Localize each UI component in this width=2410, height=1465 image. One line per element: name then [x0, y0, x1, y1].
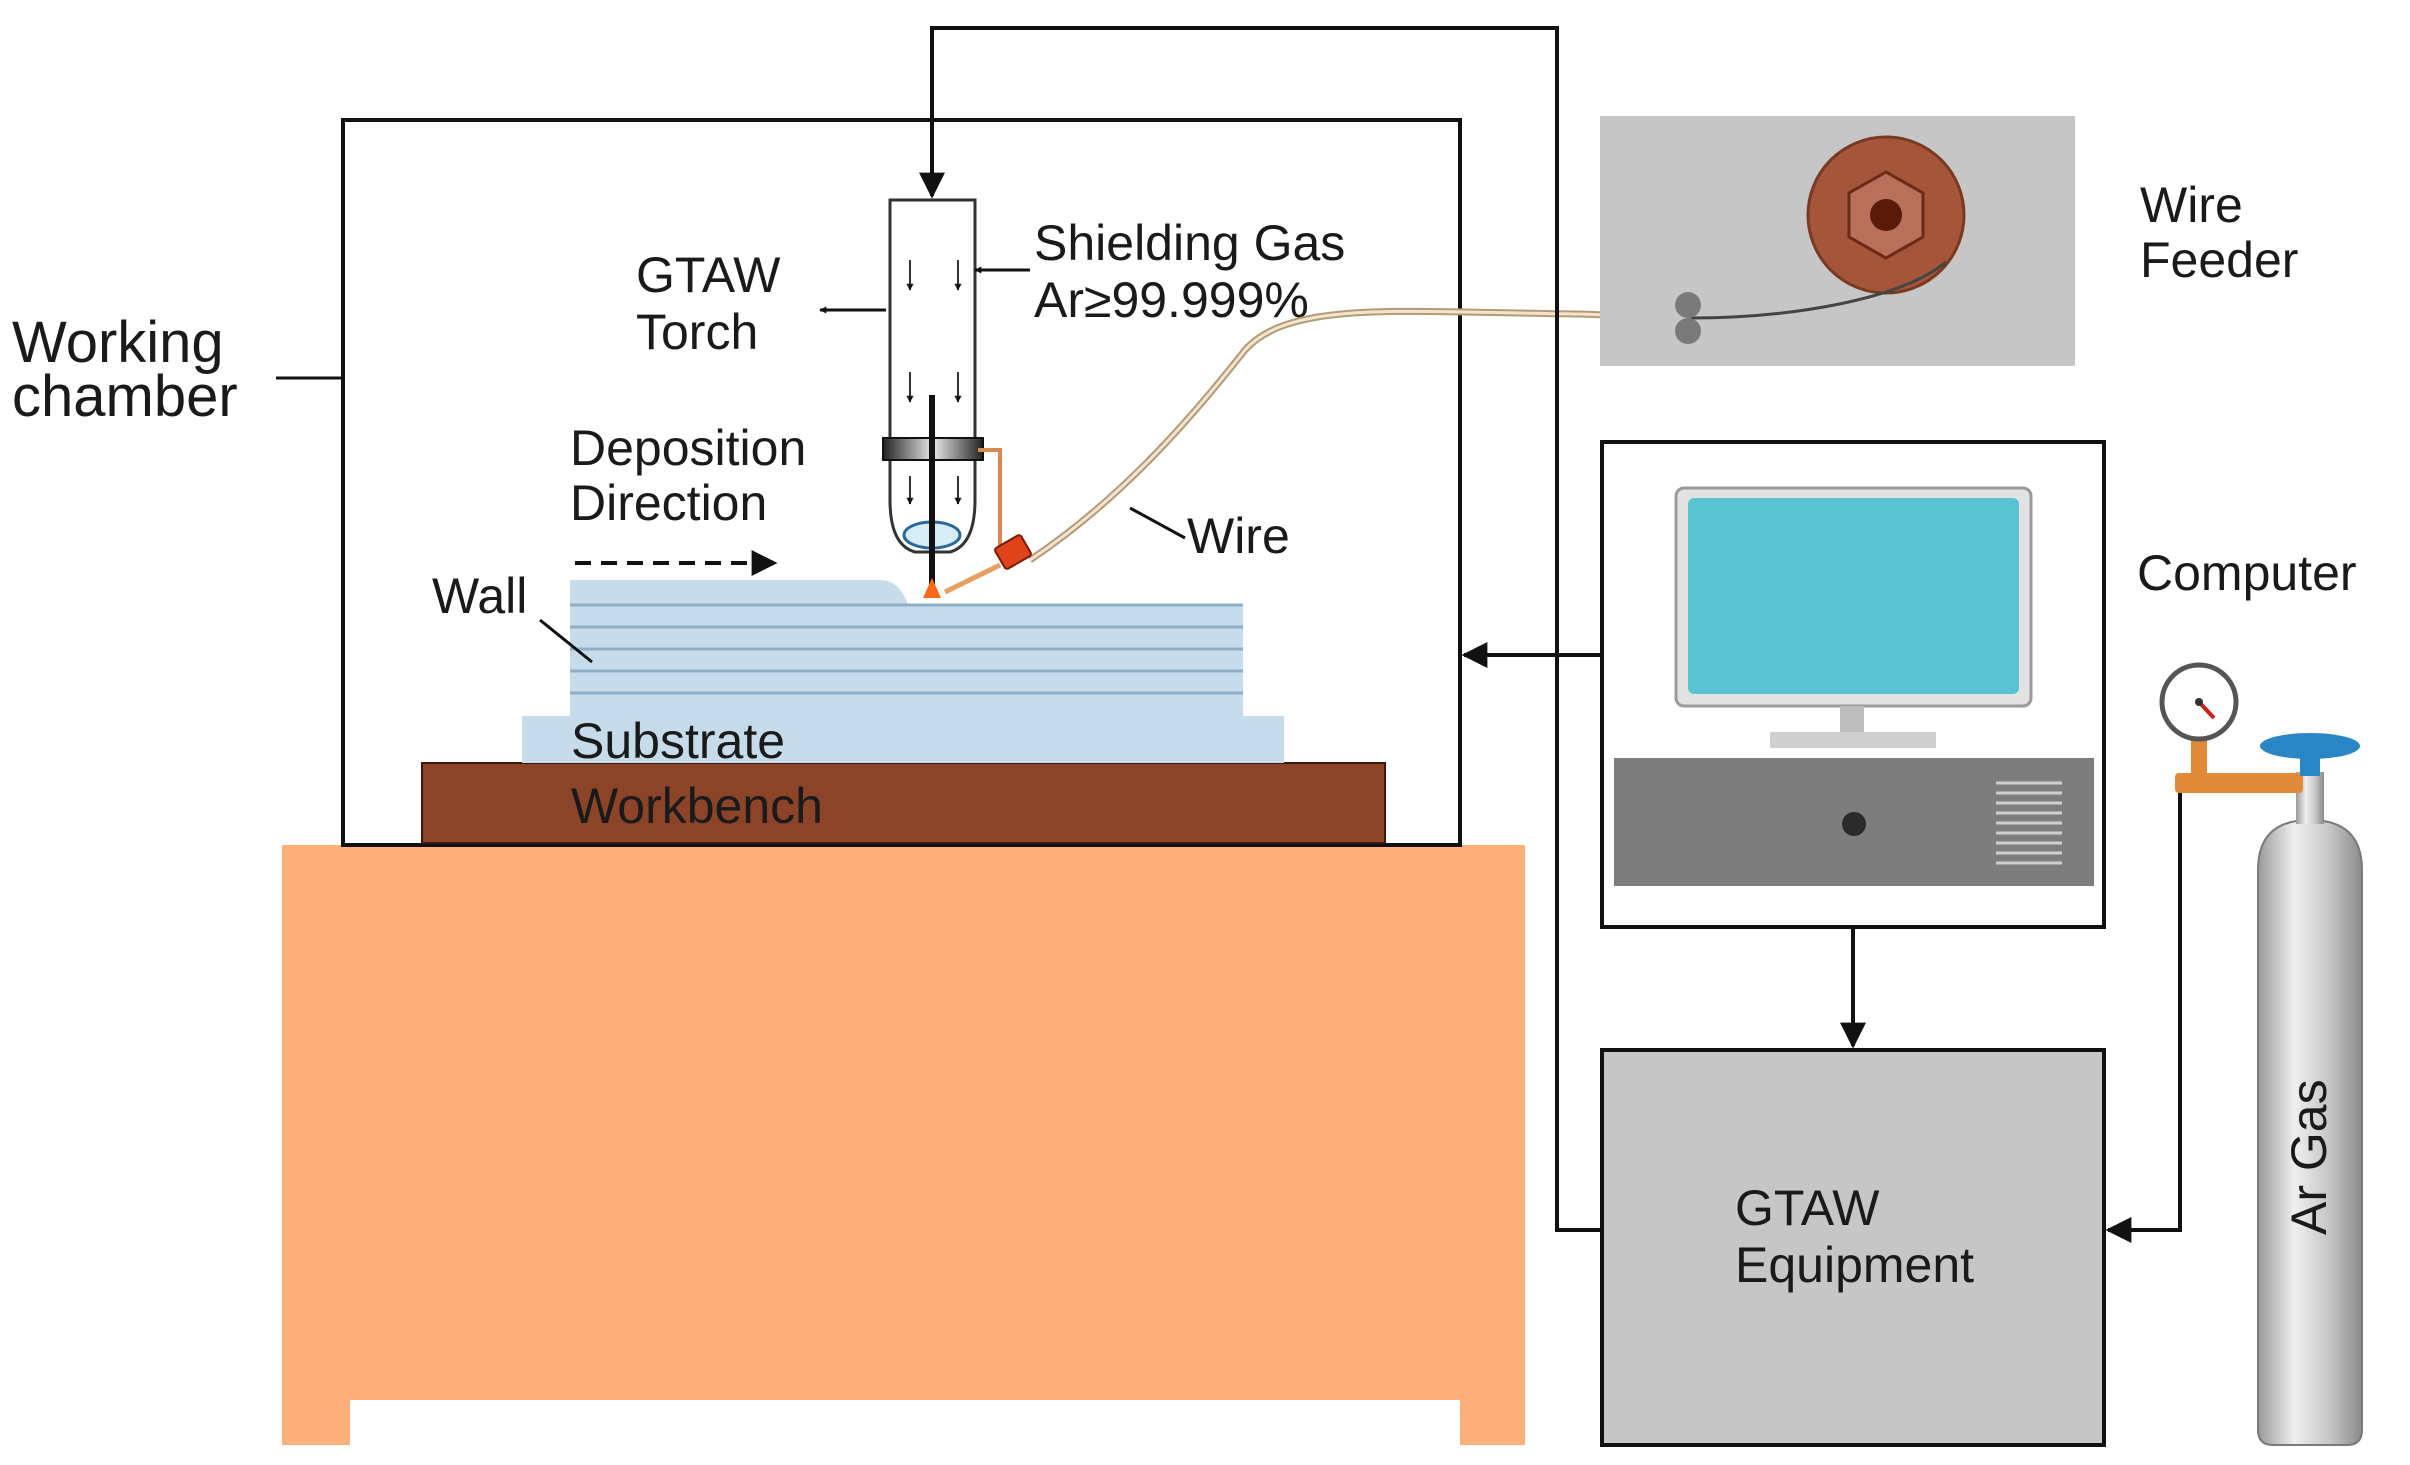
wire-tip — [943, 562, 1002, 595]
wire-label: Wire — [1187, 508, 1290, 564]
substrate-label: Substrate — [571, 713, 785, 769]
wire-feed-tube — [1028, 307, 1691, 563]
gtaw-equipment-label: GTAW Equipment — [1735, 1180, 1974, 1293]
gtaw-equipment-line-2: Equipment — [1735, 1237, 1974, 1293]
working-chamber-line-1: Working — [12, 310, 224, 375]
shielding-gas-line-2: Ar≥99.999% — [1034, 272, 1309, 328]
deposition-direction-label: Deposition Direction — [570, 420, 820, 531]
table-body — [282, 845, 1525, 1445]
gtaw-torch-label: GTAW Torch — [636, 247, 794, 360]
spool-center — [1870, 199, 1902, 231]
gtaw-torch-line-1: GTAW — [636, 247, 781, 303]
workbench — [421, 762, 1386, 844]
gas-flow-arrows — [906, 260, 962, 505]
gtaw-equipment-line-1: GTAW — [1735, 1180, 1880, 1236]
wire-nozzle — [994, 534, 1032, 570]
wire-guide-bracket — [978, 448, 1002, 545]
workbench-label: Workbench — [571, 778, 823, 834]
deposition-line-2: Direction — [570, 475, 767, 531]
feed-roller-bottom — [1675, 318, 1701, 344]
wire-feeder-line-1: Wire — [2140, 177, 2243, 233]
equipment-to-torch-line — [919, 26, 1602, 1232]
monitor-screen — [1688, 498, 2019, 694]
gas-to-equipment-line — [2105, 782, 2182, 1243]
monitor-neck — [1840, 706, 1864, 734]
working-chamber-line-2: chamber — [12, 364, 238, 429]
gtaw-torch — [882, 198, 1002, 598]
gauge-pin — [2195, 698, 2203, 706]
wire-feeder-label: Wire Feeder — [2140, 177, 2298, 288]
shielding-gas-label: Shielding Gas Ar≥99.999% — [1034, 215, 1359, 328]
ar-gas-cylinder — [2159, 662, 2363, 1446]
cylinder-body — [2257, 818, 2363, 1446]
valve-handle — [2260, 733, 2360, 759]
ar-gas-label: Ar Gas — [2281, 1079, 2337, 1235]
feed-roller-top — [1675, 292, 1701, 318]
wire-feeder — [1600, 116, 2075, 366]
arc-tip — [923, 578, 941, 598]
wall-layer-lines — [570, 603, 1243, 695]
feeder-wire — [1689, 260, 1947, 320]
working-chamber-label: Working chamber — [12, 310, 240, 429]
deposited-wall — [570, 580, 1243, 716]
shielding-gas-line-1: Shielding Gas — [1034, 215, 1345, 271]
wall-leader — [539, 618, 593, 664]
wire-leader — [1129, 506, 1186, 540]
substrate — [522, 716, 1284, 763]
wall-label: Wall — [432, 568, 527, 624]
gtaw-equipment-box — [1600, 1048, 2106, 1447]
computer — [1600, 440, 2106, 929]
table — [282, 845, 1525, 1445]
power-button — [1842, 812, 1866, 836]
gtaw-torch-line-2: Torch — [636, 304, 758, 360]
working-chamber-box — [341, 118, 1462, 847]
monitor-stand — [1770, 732, 1936, 748]
computer-label: Computer — [2137, 545, 2357, 601]
wire-feed-tube-core — [1029, 309, 1691, 562]
case-vent — [1996, 781, 2062, 865]
gauge-stem — [2191, 735, 2207, 780]
deposition-line-1: Deposition — [570, 420, 806, 476]
wire-feeder-line-2: Feeder — [2140, 232, 2298, 288]
